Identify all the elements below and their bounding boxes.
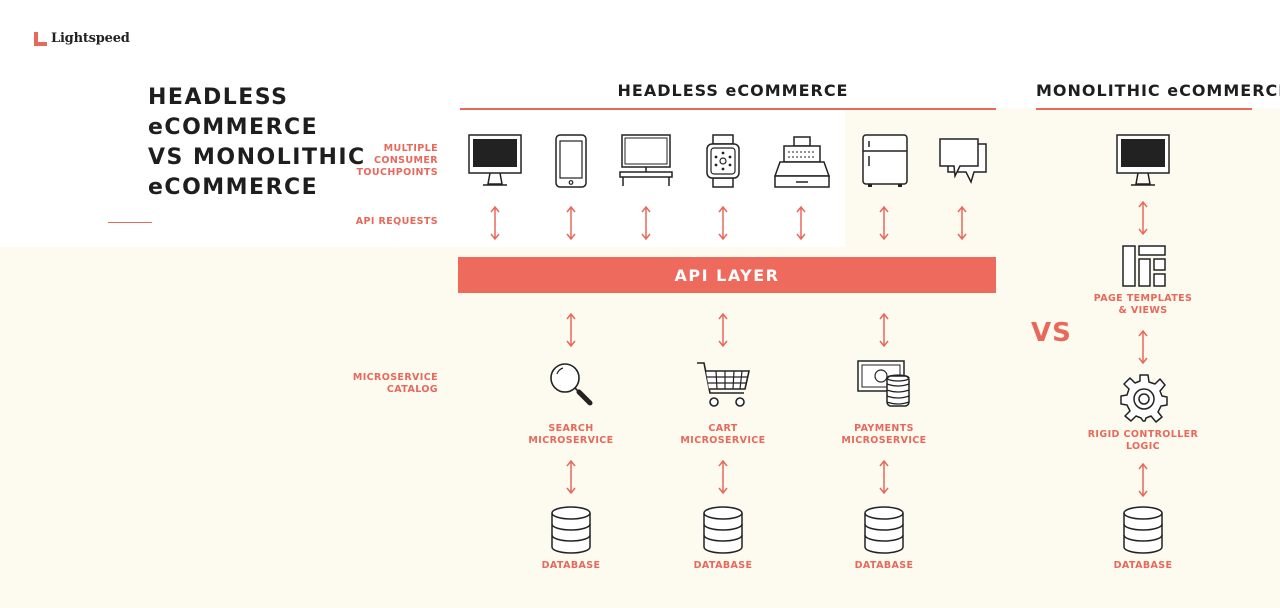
api-request-arrow-6 xyxy=(879,206,889,240)
database-label-search: DATABASE xyxy=(541,560,601,571)
magnifier-icon xyxy=(550,363,593,406)
database-label-monolithic: DATABASE xyxy=(1113,560,1173,571)
api-requests-label: API REQUESTS xyxy=(355,216,438,227)
database-icon-payments xyxy=(864,506,904,554)
chat-bubbles-icon xyxy=(939,138,987,185)
monolithic-header: MONOLITHIC eCOMMERCE xyxy=(1036,81,1280,100)
api-layer-bar: API LAYER xyxy=(458,257,996,293)
cart-db-arrow xyxy=(718,460,728,494)
tv-icon xyxy=(619,134,673,186)
rigid-controller-label: RIGID CONTROLLER LOGIC xyxy=(1087,429,1199,452)
search-db-arrow xyxy=(566,460,576,494)
api-cart-arrow xyxy=(718,313,728,347)
database-icon-cart xyxy=(703,506,743,554)
mono-arrow-1 xyxy=(1138,201,1148,235)
mono-arrow-3 xyxy=(1138,463,1148,497)
title-line-3: VS MONOLITHIC xyxy=(148,145,366,170)
desktop-monitor-icon xyxy=(468,134,522,186)
white-panel-top xyxy=(845,0,1280,108)
api-request-arrow-5 xyxy=(796,206,806,240)
api-payments-arrow xyxy=(879,313,889,347)
api-search-arrow xyxy=(566,313,576,347)
api-request-arrow-3 xyxy=(641,206,651,240)
title-line-4: eCOMMERCE xyxy=(148,175,319,200)
gear-icon xyxy=(1120,374,1168,423)
headless-header: HEADLESS eCOMMERCE xyxy=(617,81,849,100)
monolithic-desktop-icon xyxy=(1116,134,1170,186)
page-templates-label: PAGE TEMPLATES & VIEWS xyxy=(1093,293,1193,316)
fridge-icon xyxy=(862,134,908,187)
database-icon-search xyxy=(551,506,591,554)
mono-arrow-2 xyxy=(1138,330,1148,364)
title-line-2: eCOMMERCE xyxy=(148,115,319,140)
database-label-cart: DATABASE xyxy=(693,560,753,571)
cash-register-icon xyxy=(773,136,831,188)
api-request-arrow-7 xyxy=(957,206,967,240)
vs-label: VS xyxy=(1031,318,1072,348)
title-line-1: HEADLESS xyxy=(148,85,289,110)
brand-name: Lightspeed xyxy=(51,31,130,46)
api-request-arrow-1 xyxy=(490,206,500,240)
search-microservice-label: SEARCH MICROSERVICE xyxy=(528,423,614,446)
cash-coins-icon xyxy=(857,360,910,407)
payments-microservice-label: PAYMENTS MICROSERVICE xyxy=(841,423,927,446)
headless-header-line xyxy=(460,108,996,110)
flame-icon xyxy=(34,31,47,46)
microservice-catalog-label: MICROSERVICE CATALOG xyxy=(352,372,438,395)
white-panel-left xyxy=(0,0,845,247)
title-underline xyxy=(108,222,152,223)
smartwatch-icon xyxy=(706,134,740,188)
shopping-cart-icon xyxy=(697,362,750,407)
page-title: HEADLESS eCOMMERCE VS MONOLITHIC eCOMMER… xyxy=(148,83,366,203)
monolithic-header-line xyxy=(1036,108,1252,110)
database-icon-monolithic xyxy=(1123,506,1163,554)
database-label-payments: DATABASE xyxy=(854,560,914,571)
api-request-arrow-2 xyxy=(566,206,576,240)
payments-db-arrow xyxy=(879,460,889,494)
smartphone-icon xyxy=(555,134,587,188)
cart-microservice-label: CART MICROSERVICE xyxy=(680,423,766,446)
page-templates-icon xyxy=(1122,245,1166,287)
touchpoints-label: MULTIPLE CONSUMER TOUCHPOINTS xyxy=(356,143,438,178)
api-request-arrow-4 xyxy=(718,206,728,240)
brand-logo: Lightspeed xyxy=(33,31,130,46)
